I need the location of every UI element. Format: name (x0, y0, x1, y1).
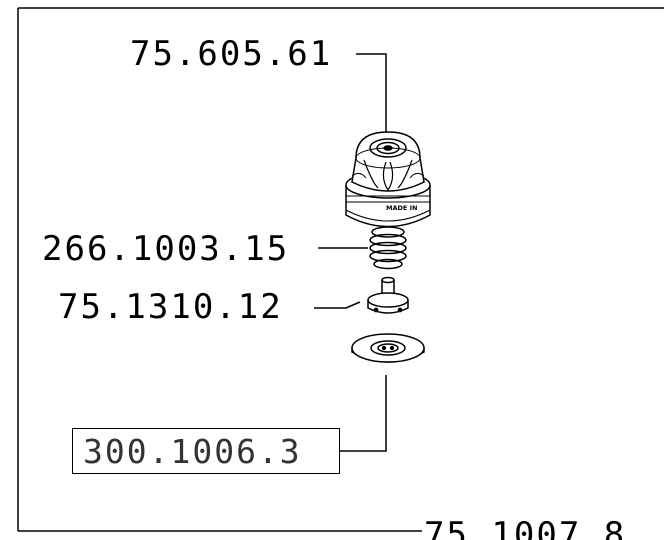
cap-marking-text: MADE IN (386, 204, 417, 212)
label-spring: 266.1003.15 (42, 229, 290, 269)
valve-body-part (367, 276, 409, 314)
seal-disc-part (351, 333, 425, 363)
leader-seal-disc (340, 375, 387, 452)
label-seal-disc: 300.1006.3 (72, 428, 340, 474)
cap-part (345, 131, 431, 228)
leader-valve-body (314, 301, 361, 309)
leader-main-assembly (356, 53, 387, 132)
label-main-assembly: 75.605.61 (130, 34, 333, 74)
spring-part (369, 226, 407, 270)
label-assembly-total: 75.1007.8 (424, 515, 627, 540)
label-valve-body: 75.1310.12 (58, 287, 283, 327)
